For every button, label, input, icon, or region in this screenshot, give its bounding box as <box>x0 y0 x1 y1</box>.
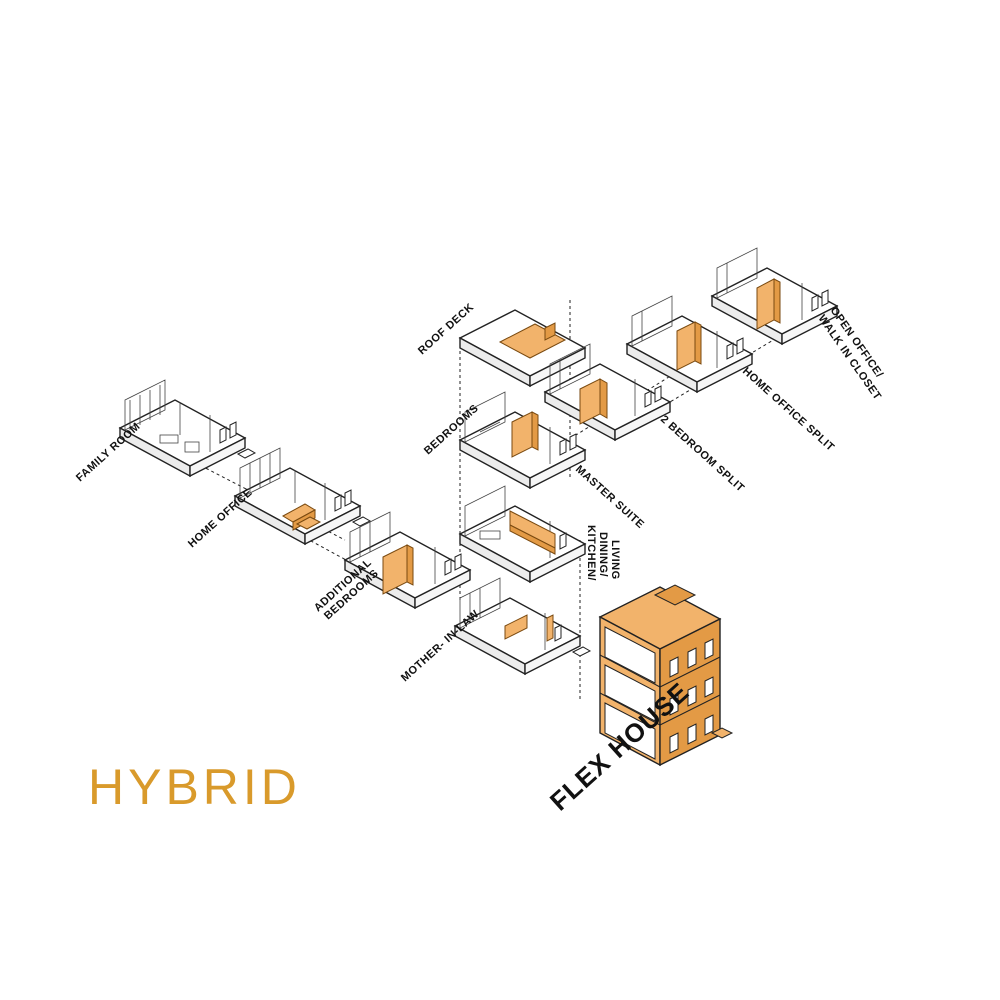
module-roof-deck <box>458 309 587 388</box>
open-office-wall <box>756 278 781 330</box>
mother-in-law-kitchen <box>504 614 554 642</box>
brand-hybrid: HYBRID <box>88 759 301 815</box>
label-kitchen-2: DINING/ <box>597 532 609 577</box>
flex-house-building <box>598 584 734 767</box>
module-home-office <box>233 447 372 546</box>
module-kitchen-dining-living <box>458 485 587 584</box>
label-home-office-split: HOME OFFICE SPLIT <box>740 365 837 454</box>
label-home-office: HOME OFFICE <box>186 487 255 551</box>
label-master-suite: MASTER SUITE <box>573 463 646 531</box>
module-home-office-split <box>625 295 754 394</box>
additional-bedrooms-wall <box>382 544 414 595</box>
kitchen-cabinet <box>509 510 556 555</box>
label-kitchen-3: LIVING <box>609 540 621 580</box>
master-suite-wall <box>511 411 539 458</box>
module-family-room <box>118 379 257 478</box>
2-bedroom-split-wall <box>579 378 608 425</box>
label-mother-in-law: MOTHER- IN-LAW <box>399 608 482 684</box>
module-2-bedroom-split <box>543 343 672 442</box>
module-open-office-walk-in-closet <box>710 247 839 346</box>
module-mother-in-law <box>453 577 592 676</box>
home-office-split-wall <box>676 321 702 371</box>
label-kitchen-1: KITCHEN/ <box>585 525 597 581</box>
module-master-suite <box>458 391 587 490</box>
roof-deck-platform <box>498 322 567 359</box>
module-additional-bedrooms <box>343 511 472 610</box>
label-2-bedroom-split: 2 BEDROOM SPLIT <box>658 413 747 494</box>
label-family-room: FAMILY ROOM <box>74 421 143 485</box>
home-office-desk <box>281 503 322 531</box>
